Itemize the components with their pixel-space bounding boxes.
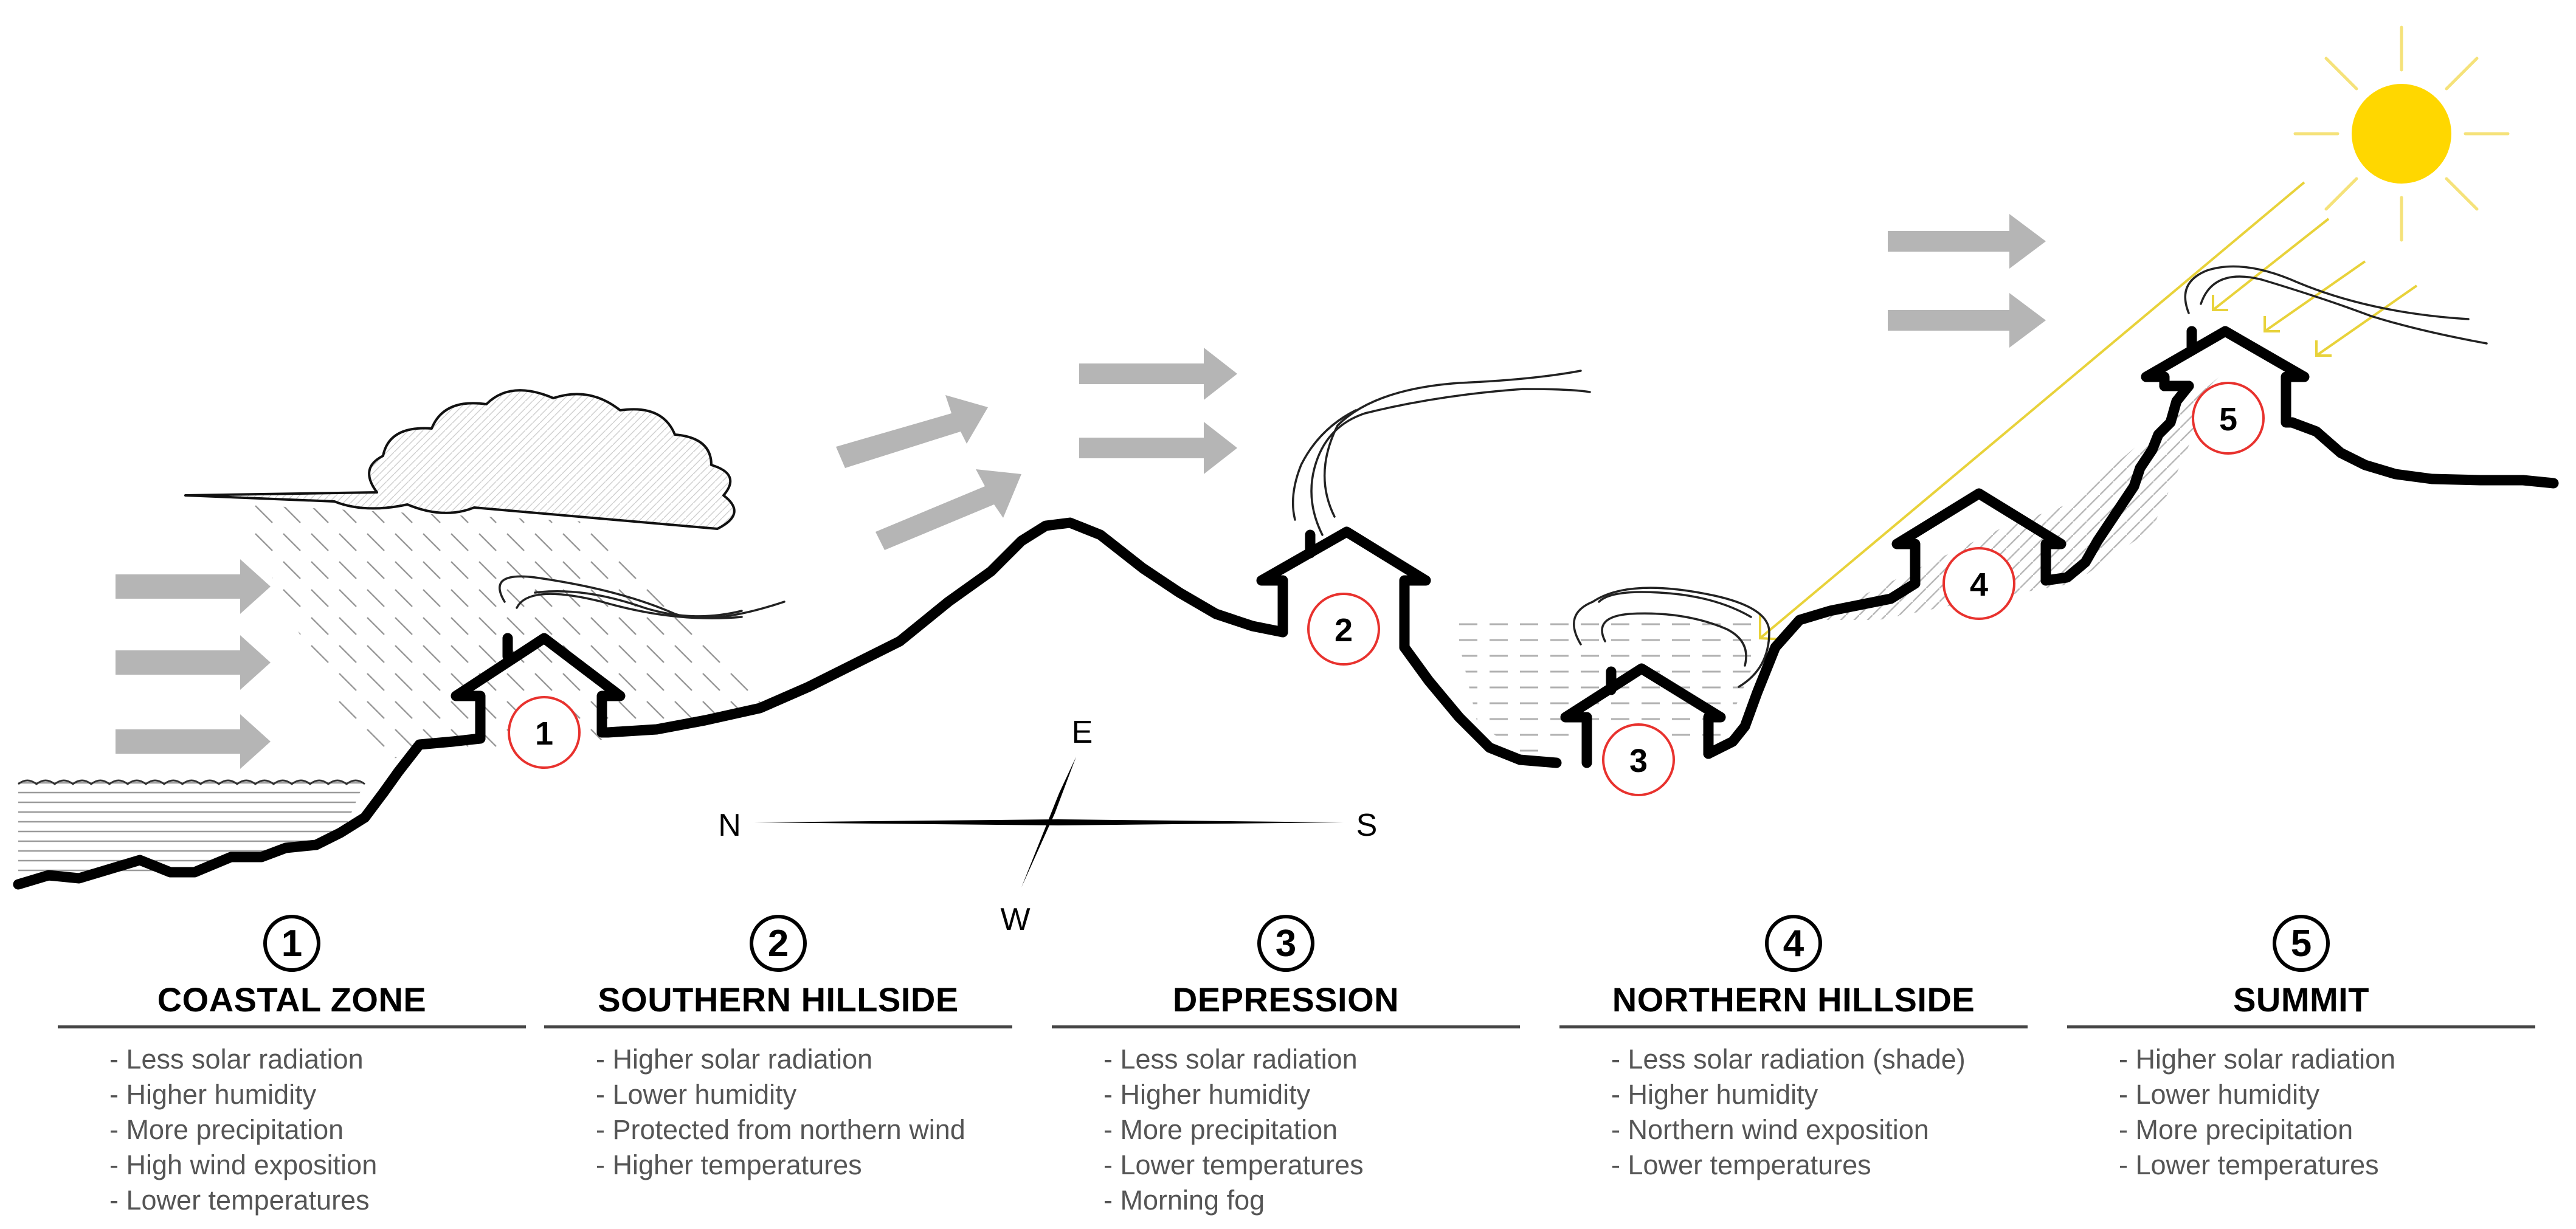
zone-item: - Lower humidity xyxy=(2119,1079,2320,1110)
zone-item: - Higher solar radiation xyxy=(596,1044,873,1075)
house-badge-5: 5 xyxy=(2192,382,2265,455)
zone-title: SUMMIT xyxy=(2233,980,2369,1019)
zone-item: - Less solar radiation xyxy=(109,1044,364,1075)
zone-title: NORTHERN HILLSIDE xyxy=(1612,980,1975,1019)
zone-divider xyxy=(58,1025,526,1028)
zone-list: - Less solar radiation - Higher humidity… xyxy=(1052,1042,1520,1218)
compass-north-label: N xyxy=(718,808,741,843)
house-badge-4: 4 xyxy=(1942,547,2015,620)
shade-area xyxy=(1812,377,2219,620)
compass-east-label: E xyxy=(1072,715,1093,750)
zone-item: - Less solar radiation xyxy=(1103,1044,1358,1075)
zone-title: COASTAL ZONE xyxy=(157,980,427,1019)
zone-list: - Higher solar radiation - Lower humidit… xyxy=(544,1042,1012,1183)
zone-number-badge: 4 xyxy=(1765,915,1822,972)
zone-list: - Less solar radiation - Higher humidity… xyxy=(58,1042,526,1218)
zone-divider xyxy=(544,1025,1012,1028)
zone-item: - More precipitation xyxy=(2119,1114,2353,1145)
zone-number-badge: 2 xyxy=(750,915,807,972)
compass-west-label: W xyxy=(1000,902,1030,937)
house-3 xyxy=(1560,663,1726,768)
zone-divider xyxy=(1559,1025,2028,1028)
zone-item: - Lower temperatures xyxy=(1611,1149,1871,1180)
zone-item: - Higher temperatures xyxy=(596,1149,862,1180)
zone-item: - Lower temperatures xyxy=(109,1185,370,1216)
zone-northern-hillside: 4 NORTHERN HILLSIDE - Less solar radiati… xyxy=(1559,915,2028,1183)
zone-list: - Less solar radiation (shade) - Higher … xyxy=(1559,1042,2028,1183)
terrain-line xyxy=(13,380,2559,890)
zone-item: - Less solar radiation (shade) xyxy=(1611,1044,1966,1075)
zone-number-badge: 5 xyxy=(2273,915,2330,972)
zone-item: - Protected from northern wind xyxy=(596,1114,965,1145)
zone-coastal: 1 COASTAL ZONE - Less solar radiation - … xyxy=(58,915,526,1218)
house-4 xyxy=(1891,488,2067,589)
zone-item: - Higher solar radiation xyxy=(2119,1044,2396,1075)
zone-item: - Northern wind exposition xyxy=(1611,1114,1929,1145)
sun-icon xyxy=(2293,26,2510,242)
svg-text:5: 5 xyxy=(2219,401,2237,438)
zone-item: - More precipitation xyxy=(1103,1114,1338,1145)
zone-number-badge: 3 xyxy=(1257,915,1314,972)
cloud-icon xyxy=(184,389,736,530)
house-badge-3: 3 xyxy=(1602,723,1675,796)
compass-south-label: S xyxy=(1356,808,1378,843)
svg-text:4: 4 xyxy=(1970,566,1988,603)
house-1 xyxy=(451,633,626,744)
zone-item: - High wind exposition xyxy=(109,1149,378,1180)
zone-item: - Lower temperatures xyxy=(2119,1149,2379,1180)
zone-item: - Higher humidity xyxy=(1103,1079,1311,1110)
zone-item: - More precipitation xyxy=(109,1114,344,1145)
zone-divider xyxy=(2067,1025,2535,1028)
compass: N S E W xyxy=(718,715,1377,937)
wind-arrows xyxy=(116,214,2046,769)
zone-depression: 3 DEPRESSION - Less solar radiation - Hi… xyxy=(1052,915,1520,1218)
zone-list: - Higher solar radiation - Lower humidit… xyxy=(2067,1042,2535,1183)
zone-item: - Higher humidity xyxy=(1611,1079,1818,1110)
zone-summit: 5 SUMMIT - Higher solar radiation - Lowe… xyxy=(2067,915,2535,1183)
zone-southern-hillside: 2 SOUTHERN HILLSIDE - Higher solar radia… xyxy=(544,915,1012,1183)
zone-item: - Morning fog xyxy=(1103,1185,1265,1216)
zone-item: - Higher humidity xyxy=(109,1079,317,1110)
rain-area xyxy=(237,504,766,760)
house-2 xyxy=(1256,526,1431,653)
house-5 xyxy=(2141,326,2310,428)
zone-item: - Lower humidity xyxy=(596,1079,797,1110)
compass-ew-needle xyxy=(1021,757,1076,887)
zone-title: DEPRESSION xyxy=(1172,980,1400,1019)
zone-item: - Lower temperatures xyxy=(1103,1149,1364,1180)
sea xyxy=(18,779,365,884)
svg-text:2: 2 xyxy=(1335,612,1353,649)
wind-swirls xyxy=(499,265,2488,688)
house-badge-2: 2 xyxy=(1307,593,1380,666)
zone-title: SOUTHERN HILLSIDE xyxy=(598,980,959,1019)
zone-divider xyxy=(1052,1025,1520,1028)
house-badge-1: 1 xyxy=(508,696,581,769)
zone-number-badge: 1 xyxy=(263,915,320,972)
svg-text:3: 3 xyxy=(1629,743,1648,779)
svg-text:1: 1 xyxy=(535,715,553,752)
